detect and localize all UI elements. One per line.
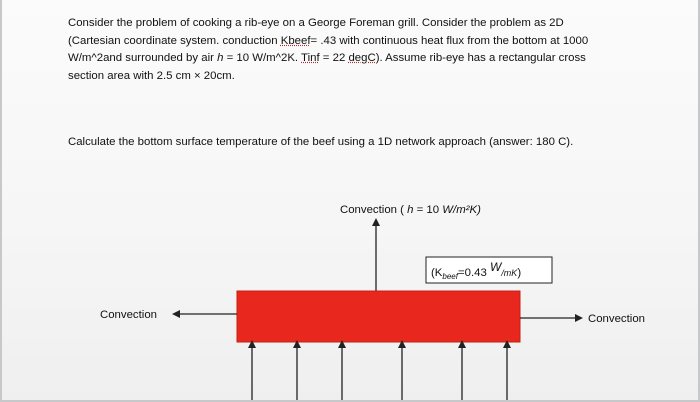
right-convection-label: Convection bbox=[588, 313, 645, 325]
problem-line-1: Consider the problem of cooking a rib-ey… bbox=[68, 17, 564, 29]
problem-statement: Consider the problem of cooking a rib-ey… bbox=[68, 15, 678, 85]
problem-line-4: section area with 2.5 cm × 20cm. bbox=[68, 69, 235, 82]
problem-line-3: W/m^2and surrounded by air h = 10 W/m^2K… bbox=[68, 52, 586, 65]
beef-conductivity-box bbox=[425, 256, 553, 284]
beef-conductivity-label: (Kbeef=0.43 W/mK) bbox=[431, 260, 521, 281]
question-text: Calculate the bottom surface temperature… bbox=[68, 136, 574, 148]
beef-slab bbox=[236, 290, 521, 343]
problem-line-2: (Cartesian coordinate system. conduction… bbox=[68, 34, 589, 47]
left-convection-label: Convection bbox=[100, 309, 157, 321]
top-convection-label: Convection ( h = 10 W/m²K) bbox=[340, 204, 481, 216]
